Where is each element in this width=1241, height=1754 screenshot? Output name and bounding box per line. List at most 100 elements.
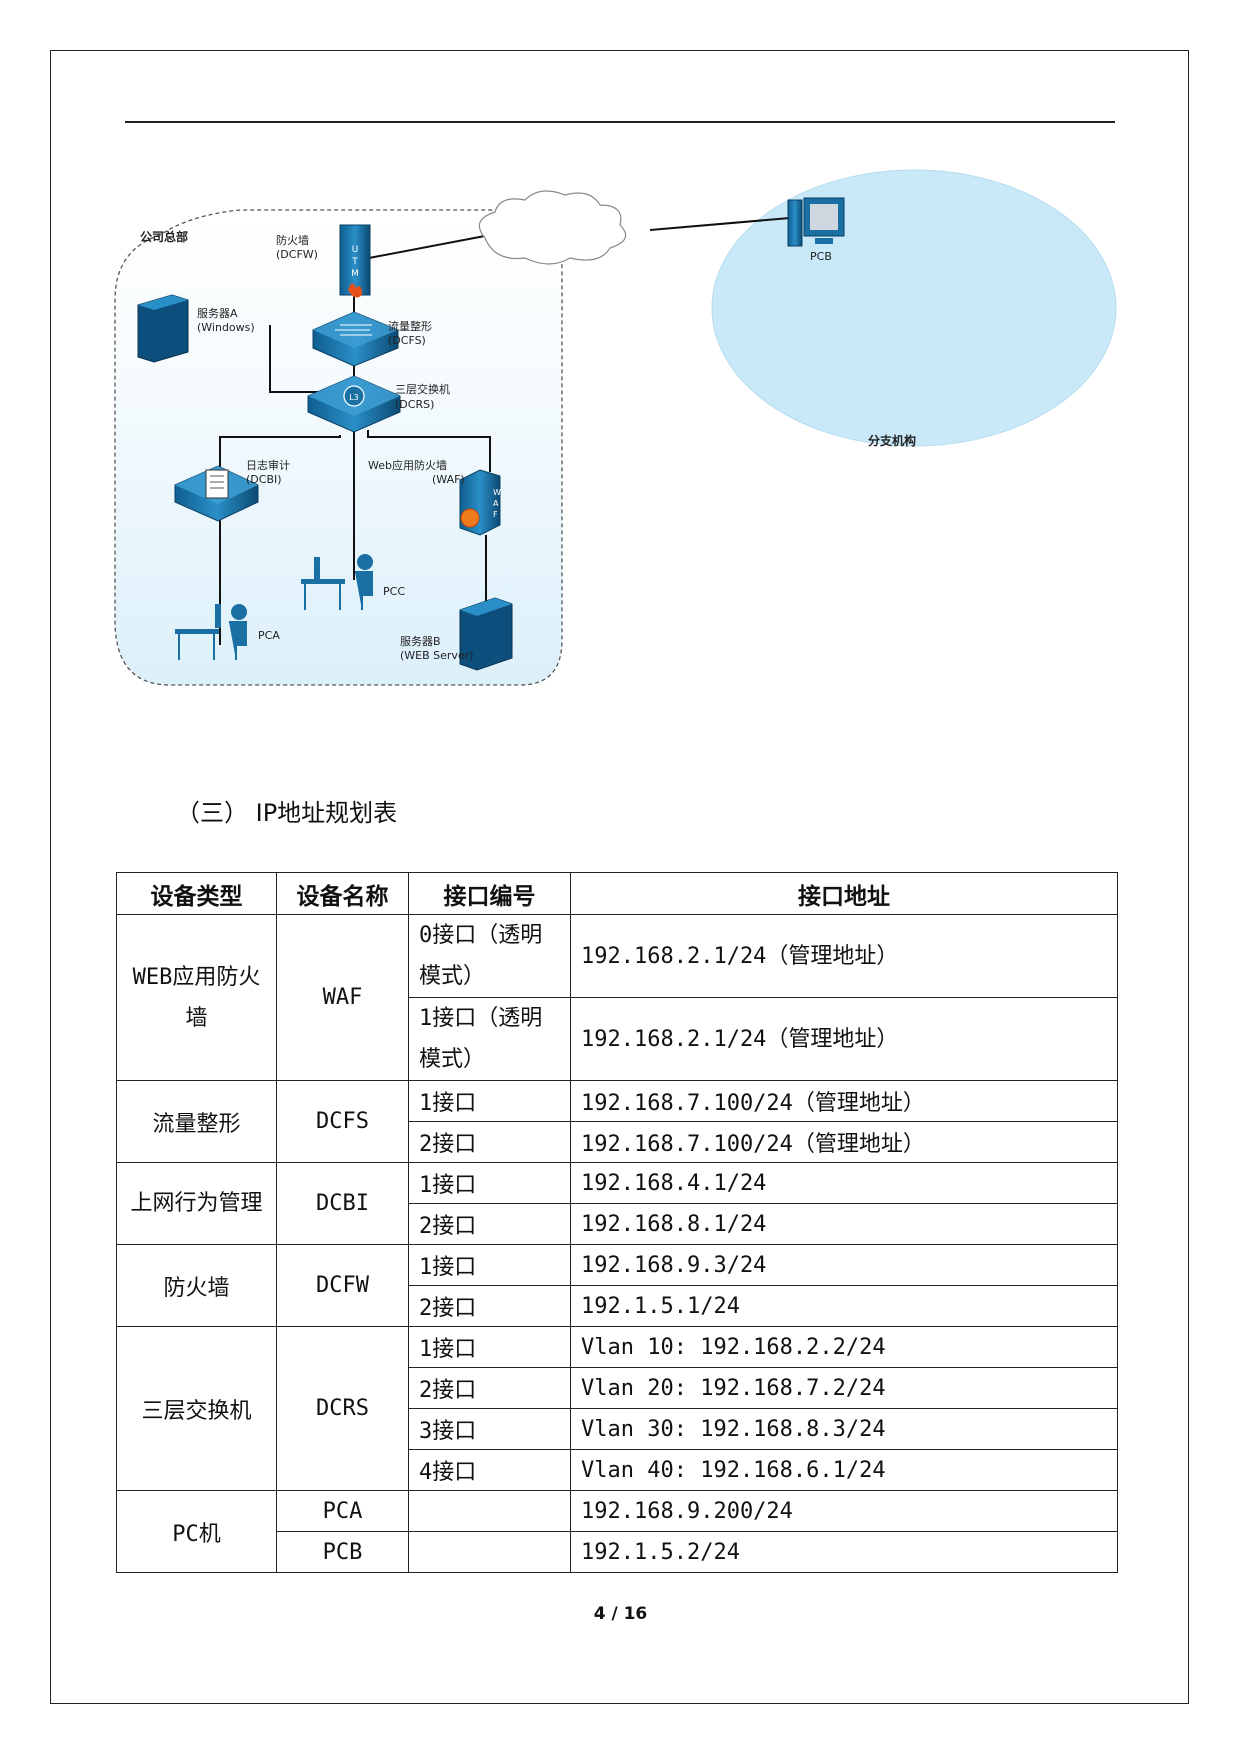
address-cell: 192.168.9.200/24 — [570, 1490, 1118, 1532]
device-type-cell: 三层交换机 — [116, 1326, 277, 1491]
dcbi-code: (DCBI) — [246, 473, 282, 486]
device-name-cell: DCFS — [276, 1080, 409, 1163]
server-b-icon — [459, 597, 513, 671]
hq-area — [114, 209, 563, 686]
table-row: PCB 192.1.5.2/24 — [117, 1531, 1118, 1573]
ip-address-table: 设备类型 设备名称 接口编号 接口地址 WEB应用防火墙 WAF 0接口（透明模… — [116, 872, 1118, 1573]
log-audit-dcbi-icon — [174, 465, 259, 522]
pcc-label: PCC — [383, 585, 405, 598]
waf-icon: W A F — [459, 469, 501, 536]
port-cell — [408, 1490, 571, 1532]
svg-text:T: T — [351, 257, 358, 267]
server-a-name: 服务器A — [197, 307, 238, 320]
table-row: 三层交换机 DCRS 1接口 Vlan 10: 192.168.2.2/24 — [116, 1326, 1118, 1491]
address-cell: 192.1.5.2/24 — [570, 1531, 1118, 1573]
firewall-dcfw-icon: U T M — [339, 224, 371, 298]
dcfs-code: (DCFS) — [388, 334, 426, 347]
port-cell: 2接口 — [408, 1121, 571, 1163]
table-row: 2接口 192.168.7.100/24（管理地址） — [117, 1121, 1118, 1163]
device-type-cell: 上网行为管理 — [116, 1162, 277, 1245]
waf-name: Web应用防火墙 — [368, 458, 447, 472]
port-cell — [408, 1531, 571, 1573]
server-b-code: (WEB Server) — [400, 649, 474, 662]
svg-text:W: W — [493, 488, 501, 497]
table-row: 3接口 Vlan 30: 192.168.8.3/24 — [117, 1408, 1118, 1450]
port-cell: 4接口 — [408, 1449, 571, 1491]
address-cell: 192.168.4.1/24 — [570, 1162, 1118, 1204]
header-device-name: 设备名称 — [276, 872, 409, 915]
port-cell: 1接口 — [408, 1162, 571, 1204]
device-type-cell: 流量整形 — [116, 1080, 277, 1163]
address-cell: Vlan 30: 192.168.8.3/24 — [570, 1408, 1118, 1450]
address-cell: 192.168.8.1/24 — [570, 1203, 1118, 1245]
address-cell: 192.168.9.3/24 — [570, 1244, 1118, 1286]
device-type-cell: WEB应用防火墙 — [116, 914, 277, 1081]
address-cell: Vlan 10: 192.168.2.2/24 — [570, 1326, 1118, 1368]
dcbi-name: 日志审计 — [246, 458, 290, 472]
port-cell: 1接口 — [408, 1080, 571, 1122]
header-rule — [125, 121, 1115, 123]
dcrs-code: (DCRS) — [395, 398, 434, 411]
header-device-type: 设备类型 — [116, 872, 277, 915]
layer3-switch-dcrs-icon: L3 — [307, 375, 401, 433]
table-row: 4接口 Vlan 40: 192.168.6.1/24 — [117, 1449, 1118, 1491]
pcb-label: PCB — [810, 250, 832, 263]
device-type-cell: 防火墙 — [116, 1244, 277, 1327]
table-row: 流量整形 DCFS 1接口 192.168.7.100/24（管理地址） — [116, 1080, 1118, 1163]
section-title: （三） IP地址规划表 — [176, 799, 398, 827]
dcrs-name: 三层交换机 — [395, 382, 450, 396]
traffic-shaper-dcfs-icon — [312, 311, 399, 367]
svg-text:M: M — [351, 269, 359, 279]
address-cell: Vlan 40: 192.168.6.1/24 — [570, 1449, 1118, 1491]
firewall-code: (DCFW) — [276, 248, 318, 261]
firewall-name: 防火墙 — [276, 233, 309, 247]
port-cell: 1接口（透明模式） — [408, 997, 571, 1081]
address-cell: 192.168.2.1/24（管理地址） — [570, 997, 1118, 1081]
table-row: WEB应用防火墙 WAF 0接口（透明模式） 192.168.2.1/24（管理… — [116, 914, 1118, 1081]
connection-lines — [219, 217, 791, 645]
server-a-code: (Windows) — [197, 321, 255, 334]
device-name-cell: PCA — [276, 1490, 409, 1532]
device-name-cell: PCB — [276, 1531, 409, 1573]
table-row: 2接口 Vlan 20: 192.168.7.2/24 — [117, 1367, 1118, 1409]
pca-label: PCA — [258, 629, 280, 642]
port-cell: 2接口 — [408, 1203, 571, 1245]
table-row: 防火墙 DCFW 1接口 192.168.9.3/24 — [116, 1244, 1118, 1327]
table-row: 2接口 192.1.5.1/24 — [117, 1285, 1118, 1327]
table-header-row: 设备类型 设备名称 接口编号 接口地址 — [116, 872, 1118, 915]
svg-text:F: F — [493, 510, 498, 519]
header-port-address: 接口地址 — [570, 872, 1118, 915]
page-number: 4 / 16 — [593, 1604, 648, 1624]
port-cell: 1接口 — [408, 1244, 571, 1286]
table-row: 2接口 192.168.8.1/24 — [117, 1203, 1118, 1245]
device-name-cell: DCFW — [276, 1244, 409, 1327]
address-cell: 192.168.2.1/24（管理地址） — [570, 914, 1118, 998]
pcb-computer-icon — [787, 197, 845, 247]
port-cell: 2接口 — [408, 1367, 571, 1409]
address-cell: Vlan 20: 192.168.7.2/24 — [570, 1367, 1118, 1409]
table-row: PC机 PCA 192.168.9.200/24 — [116, 1490, 1118, 1573]
branch-office-label: 分支机构 — [868, 433, 916, 448]
device-type-cell: PC机 — [116, 1490, 277, 1573]
network-topology-diagram: 分支机构 公司总部 U T M 防火墙 (DCFW) 流量整形 (DCFS) — [100, 140, 1120, 780]
table-row: 上网行为管理 DCBI 1接口 192.168.4.1/24 — [116, 1162, 1118, 1245]
address-cell: 192.168.7.100/24（管理地址） — [570, 1080, 1118, 1122]
waf-code: (WAF) — [432, 473, 465, 486]
svg-text:U: U — [352, 245, 359, 255]
device-name-cell: DCRS — [276, 1326, 409, 1491]
device-name-cell: DCBI — [276, 1162, 409, 1245]
svg-text:A: A — [493, 499, 499, 508]
address-cell: 192.168.7.100/24（管理地址） — [570, 1121, 1118, 1163]
hq-label: 公司总部 — [140, 229, 188, 244]
port-cell: 0接口（透明模式） — [408, 914, 571, 998]
server-a-icon — [137, 294, 189, 363]
port-cell: 3接口 — [408, 1408, 571, 1450]
branch-office-area — [711, 169, 1117, 447]
header-port-number: 接口编号 — [408, 872, 571, 915]
server-b-name: 服务器B — [400, 635, 441, 648]
table-row: 1接口（透明模式） 192.168.2.1/24（管理地址） — [117, 997, 1118, 1081]
dcfs-name: 流量整形 — [388, 319, 432, 333]
internet-cloud-icon — [478, 190, 627, 265]
address-cell: 192.1.5.1/24 — [570, 1285, 1118, 1327]
device-name-cell: WAF — [276, 914, 409, 1081]
